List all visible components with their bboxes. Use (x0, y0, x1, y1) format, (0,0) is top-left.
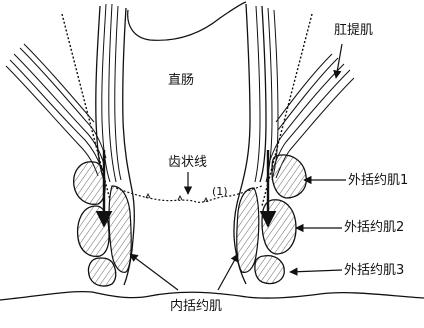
right-ext-sphincter-1 (272, 155, 306, 198)
right-wall (234, 4, 354, 284)
internal-sphincter-label: 内括约肌 (170, 300, 222, 313)
left-ext-sphincter-3 (88, 258, 115, 286)
right-int-sphincter (237, 188, 259, 272)
right-ext-sphincter-3 (255, 256, 284, 284)
rectum-label: 直肠 (168, 74, 194, 87)
int-sphincter-leader-left (130, 254, 178, 290)
external-sphincter-3-label: 外括约肌3 (344, 264, 404, 277)
marker-label: (1) (212, 186, 228, 197)
left-wall (6, 4, 134, 286)
left-int-sphincter (109, 186, 131, 272)
external-sphincter-1-label: 外括约肌1 (348, 174, 408, 187)
dentate-line-label: 齿状线 (168, 156, 207, 169)
left-ext-sphincter-1 (74, 162, 105, 205)
rectal-top-curve (128, 2, 246, 40)
ext-sphincter-3-leader (290, 270, 342, 272)
int-sphincter-leader-right (218, 254, 238, 290)
levator-ani-label: 肛提肌 (334, 24, 373, 37)
levator-ani-leader (336, 44, 342, 78)
external-sphincter-2-label: 外括约肌2 (344, 221, 404, 234)
